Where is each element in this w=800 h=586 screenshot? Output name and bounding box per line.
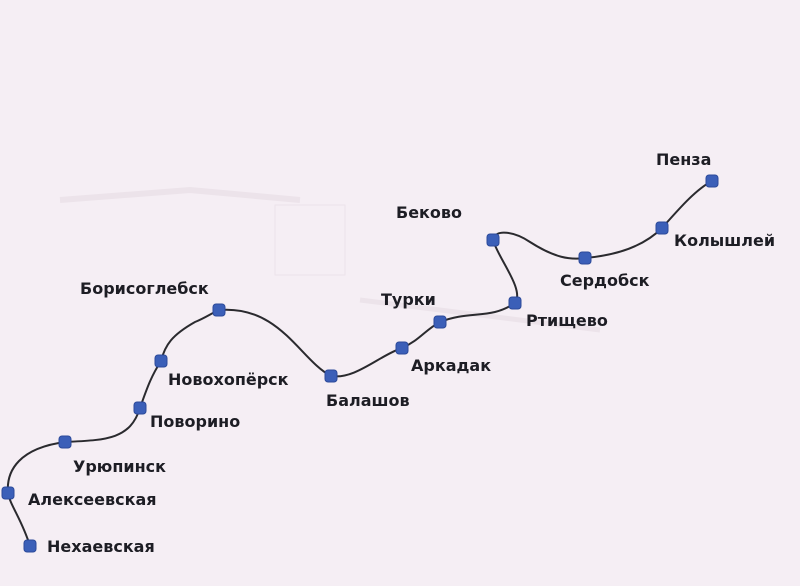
station-label-turki: Турки [381,290,436,309]
station-dot-bekovo[interactable] [486,233,500,247]
station-label-povorino: Поворино [150,412,240,431]
station-dot-novokhopyorsk[interactable] [154,354,168,368]
station-dot-kolyshley[interactable] [655,221,669,235]
station-dot-penza[interactable] [705,174,719,188]
station-label-nekhaevskaya: Нехаевская [47,537,155,556]
station-dot-turki[interactable] [433,315,447,329]
station-dot-nekhaevskaya[interactable] [23,539,37,553]
station-label-arkadak: Аркадак [411,356,491,375]
station-dot-arkadak[interactable] [395,341,409,355]
station-dot-balashov[interactable] [324,369,338,383]
station-dot-rtishchevo[interactable] [508,296,522,310]
station-label-novokhopyorsk: Новохопёрск [168,370,289,389]
railway-route-line [6,180,713,547]
station-label-penza: Пенза [656,150,711,169]
station-dot-povorino[interactable] [133,401,147,415]
station-dot-alekseevskaya[interactable] [1,486,15,500]
station-label-alekseevskaya: Алексеевская [28,490,157,509]
station-dot-borisoglebsk[interactable] [212,303,226,317]
station-label-borisoglebsk: Борисоглебск [80,279,209,298]
station-dot-uryupinsk[interactable] [58,435,72,449]
station-markers [1,174,719,553]
station-label-serdobsk: Сердобск [560,271,650,290]
station-labels: Нехаевская Алексеевская Урюпинск Поворин… [28,150,775,556]
station-label-balashov: Балашов [326,391,410,410]
station-label-rtishchevo: Ртищево [526,311,608,330]
station-dot-serdobsk[interactable] [578,251,592,265]
station-label-bekovo: Беково [396,203,462,222]
station-label-kolyshley: Колышлей [674,231,775,250]
station-label-uryupinsk: Урюпинск [73,457,166,476]
